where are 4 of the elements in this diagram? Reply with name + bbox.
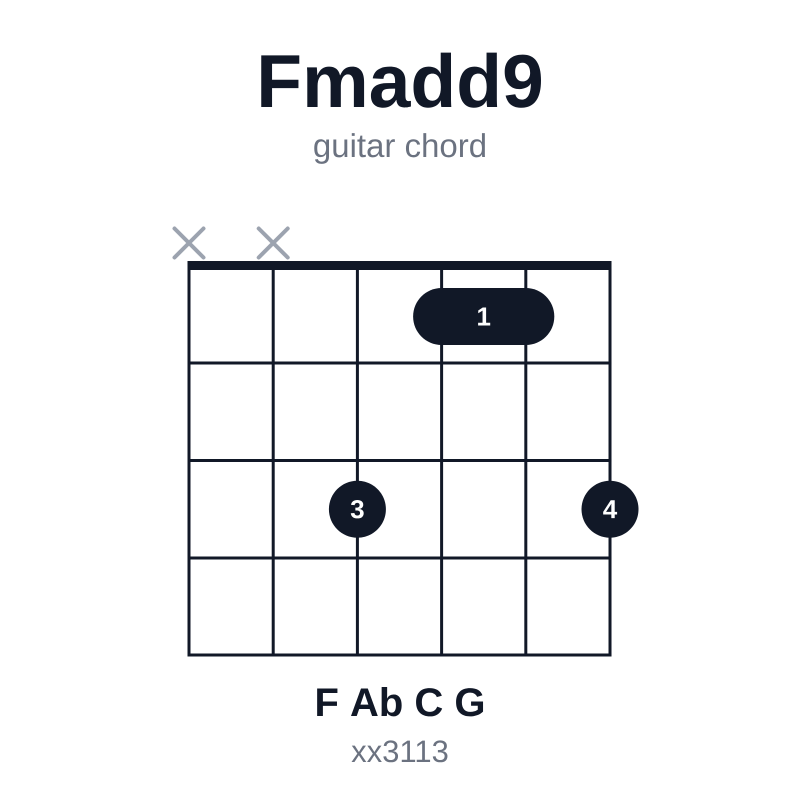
chord-title: Fmadd9 bbox=[261, 52, 541, 108]
note-names: F Ab C G bbox=[317, 687, 484, 716]
subtitle: guitar chord bbox=[314, 133, 485, 164]
fret-code: xx3113 bbox=[352, 740, 448, 762]
